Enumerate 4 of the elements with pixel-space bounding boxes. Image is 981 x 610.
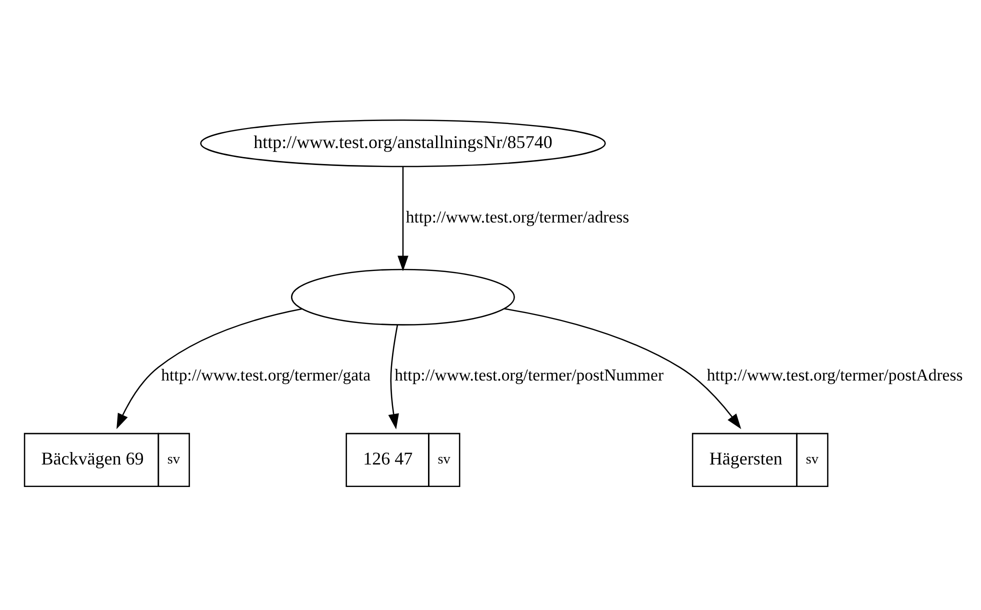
edge-label: http://www.test.org/termer/gata (161, 365, 371, 384)
edge-label: http://www.test.org/termer/postNummer (394, 365, 664, 384)
edge-label: http://www.test.org/termer/postAdress (706, 365, 963, 384)
edge-label: http://www.test.org/termer/adress (406, 206, 630, 226)
